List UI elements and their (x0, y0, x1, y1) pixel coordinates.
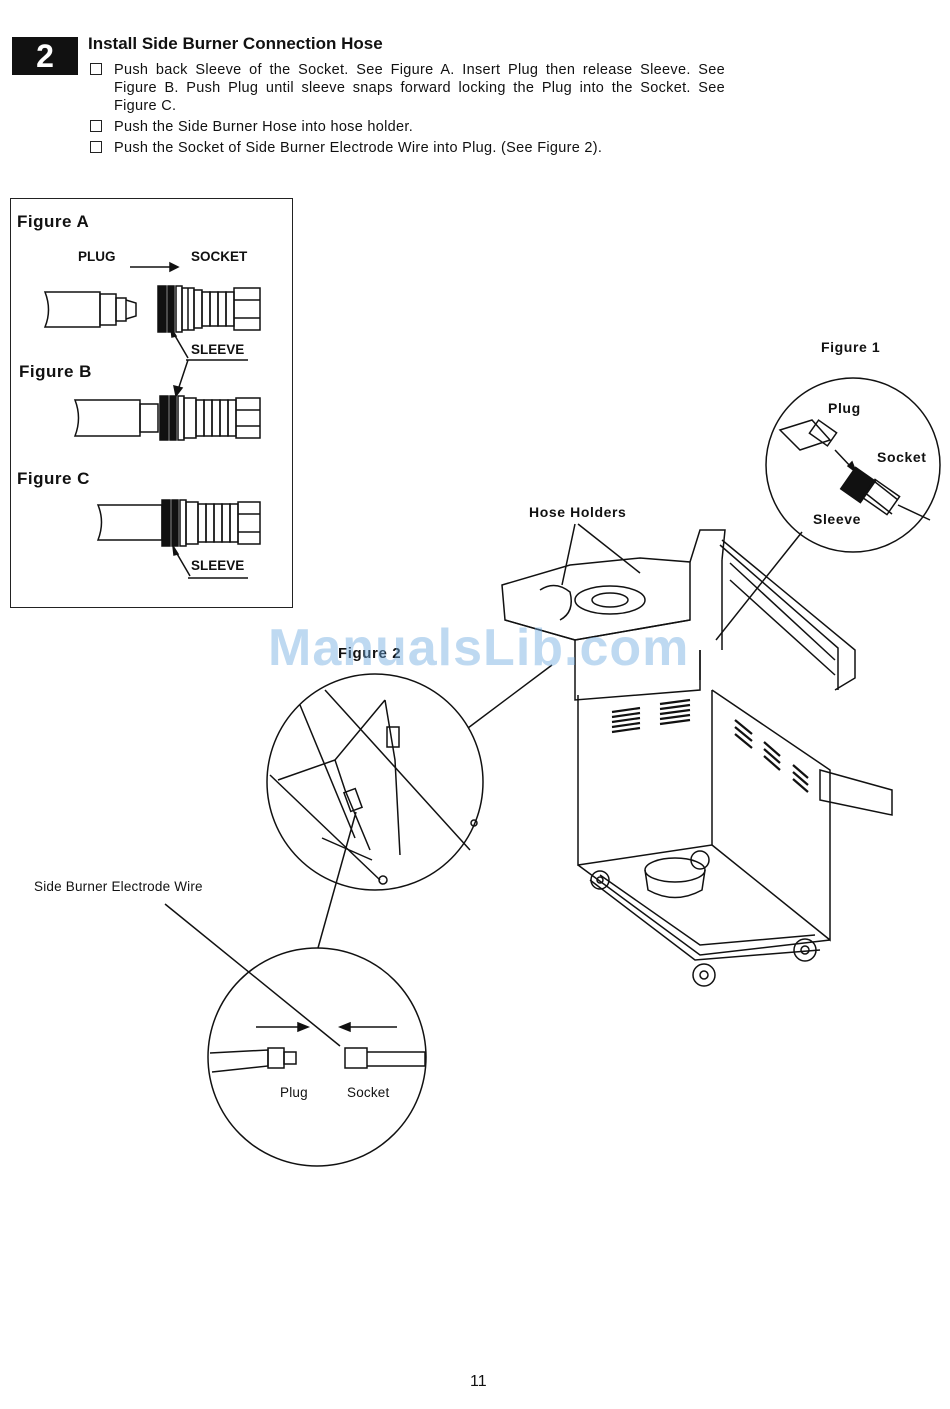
instruction-list: Push back Sleeve of the Socket. See Figu… (90, 61, 725, 160)
page-number: 11 (470, 1373, 487, 1390)
figure-a-sleeve-label: SLEEVE (191, 342, 245, 357)
figure-1-drawing (715, 377, 941, 641)
step-title: Install Side Burner Connection Hose (88, 34, 383, 53)
instruction-item: Push the Side Burner Hose into hose hold… (90, 118, 725, 136)
checkbox-icon[interactable] (90, 120, 102, 132)
figure-a-title: Figure A (17, 212, 90, 231)
figure-a-socket-label: SOCKET (191, 249, 248, 264)
figure-a-drawing (43, 261, 261, 361)
instruction-item: Push the Socket of Side Burner Electrode… (90, 139, 725, 157)
figure-2-callout-label: Figure 2 (338, 645, 402, 662)
figure-1-title: Figure 1 (821, 339, 881, 355)
watermark-logo: ManualsLib.com (268, 619, 690, 677)
instruction-text: Push back Sleeve of the Socket. See Figu… (114, 62, 725, 114)
figure-1-socket-label: Socket (877, 449, 927, 465)
figure-c-title: Figure C (17, 469, 90, 488)
grill-vents (611, 698, 809, 793)
checkbox-icon[interactable] (90, 63, 102, 75)
step-number-badge: 2 (12, 37, 78, 75)
figure-2-lower-drawing (164, 903, 427, 1167)
figure-2-plug-label: Plug (280, 1085, 308, 1100)
figure-abc-panel (10, 198, 293, 608)
figure-2-upper-drawing (266, 664, 553, 949)
figure-c-sleeve-label: SLEEVE (191, 558, 245, 573)
figure-a-plug-label: PLUG (78, 249, 116, 264)
figure-c-drawing (96, 499, 261, 579)
hose-holders-label: Hose Holders (529, 504, 627, 520)
figure-2-socket-label: Socket (347, 1085, 390, 1100)
grill-drawing (501, 529, 893, 987)
figure-1-sleeve-label: Sleeve (813, 511, 861, 527)
instruction-text: Push the Socket of Side Burner Electrode… (114, 140, 603, 156)
figure-1-plug-label: Plug (828, 400, 861, 416)
figure-b-title: Figure B (19, 362, 92, 381)
instruction-item: Push back Sleeve of the Socket. See Figu… (90, 61, 725, 115)
instruction-text: Push the Side Burner Hose into hose hold… (114, 119, 414, 135)
electrode-wire-label: Side Burner Electrode Wire (34, 879, 203, 894)
checkbox-icon[interactable] (90, 141, 102, 153)
figure-b-drawing (73, 359, 261, 441)
